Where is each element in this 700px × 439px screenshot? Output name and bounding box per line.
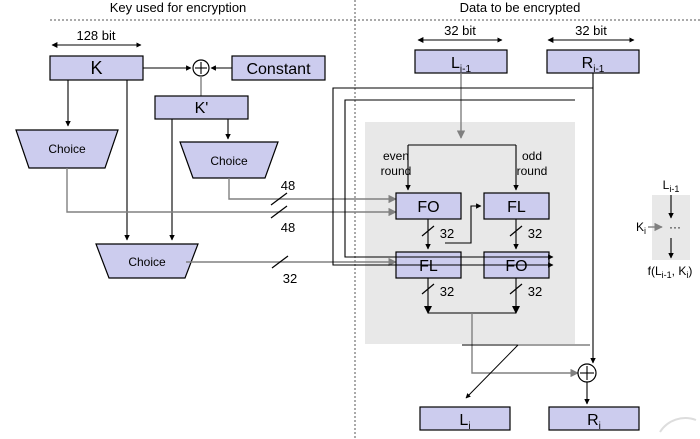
choice-left-trapezoid	[15, 129, 119, 169]
legend-input-main: L	[663, 178, 670, 192]
merge-arrow-left	[424, 306, 432, 314]
dimension-label-left-32: 32 bit	[444, 23, 476, 38]
choice-bottom-label: Choice	[128, 255, 166, 269]
fo-top-label: FO	[417, 199, 439, 216]
legend-output-prefix: f(L	[648, 264, 662, 278]
left-output-subscript: i	[468, 421, 470, 432]
fo-bottom-label: FO	[505, 258, 527, 275]
wire-feedback-outer	[332, 87, 593, 268]
right-output-label: Ri	[587, 412, 601, 432]
constant-box	[231, 55, 326, 81]
right-output-subscript: i	[599, 421, 601, 432]
legend-output-label: f(Li-1, Ki)	[648, 264, 693, 280]
left-section-title: Key used for encryption	[110, 0, 247, 15]
legend-output-sub1: i-1	[662, 270, 672, 280]
bus-slash-fo-bottom	[509, 283, 523, 295]
corner-arc-artifact	[659, 417, 697, 433]
odd-round-label-line2: round	[517, 164, 548, 178]
right-input-main: R	[582, 55, 594, 72]
bus-48-lower	[66, 168, 397, 217]
left-output-box	[419, 406, 511, 431]
bus-slash-fo-top	[421, 225, 435, 237]
wire-round-output-to-xor	[471, 313, 579, 378]
legend-output-suffix: )	[688, 264, 692, 278]
dimension-label-128: 128 bit	[76, 28, 115, 43]
even-round-label-line2: round	[381, 164, 412, 178]
legend-input-subscript: i-1	[669, 184, 679, 194]
fl-top-label: FL	[507, 199, 526, 216]
right-section-title: Data to be encrypted	[460, 0, 581, 15]
left-input-label: Li-1	[451, 55, 471, 75]
left-input-subscript: i-1	[460, 64, 472, 75]
bus-label-fl-bottom: 32	[440, 284, 454, 299]
fl-top-box	[483, 192, 550, 220]
legend-input-label: Li-1	[663, 178, 680, 194]
legend-key-subscript: i	[644, 226, 646, 236]
bus-label-fo-bottom: 32	[528, 284, 542, 299]
wire-feedback-inner	[344, 99, 575, 260]
bus-slash-fl-bottom	[421, 283, 435, 295]
right-input-subscript: i-1	[593, 64, 605, 75]
kprime-box	[154, 95, 249, 120]
bus-label-32-choice: 32	[283, 271, 297, 286]
right-output-main: R	[587, 412, 599, 429]
round-function-region	[365, 122, 575, 344]
bus-48-upper	[228, 178, 397, 204]
bus-label-fl-top: 32	[528, 226, 542, 241]
choice-right-label: Choice	[210, 154, 248, 168]
wire-fo-top-to-fl-top	[445, 203, 482, 244]
fl-bottom-label: FL	[419, 258, 438, 275]
bus-slash-48-lower	[270, 205, 288, 219]
key-box	[49, 55, 144, 81]
wire-li-diagonal	[465, 344, 519, 399]
fo-top-box	[395, 192, 462, 220]
legend-key-label: Ki	[636, 220, 646, 236]
legend-body-dots: ···	[669, 220, 681, 234]
legend-key-main: K	[636, 220, 644, 234]
bus-slash-fl-top	[509, 225, 523, 237]
legend-output-mid: , K	[672, 264, 687, 278]
odd-round-label-line1: odd	[522, 149, 542, 163]
right-input-label: Ri-1	[582, 55, 605, 75]
left-output-label: Li	[459, 412, 470, 432]
legend-output-sub2: i	[686, 270, 688, 280]
bus-label-48-lower: 48	[281, 220, 295, 235]
bus-slash-48-upper	[270, 192, 288, 206]
choice-right-trapezoid	[179, 141, 279, 179]
constant-box-label: Constant	[246, 61, 311, 78]
dimension-label-right-32: 32 bit	[575, 23, 607, 38]
merge-arrow-right	[512, 306, 520, 314]
bus-label-48-upper: 48	[281, 178, 295, 193]
kprime-box-label: K'	[195, 100, 209, 117]
even-round-label-line1: even	[383, 149, 409, 163]
left-output-main: L	[459, 412, 468, 429]
right-output-box	[548, 406, 640, 431]
left-input-main: L	[451, 55, 460, 72]
choice-bottom-trapezoid	[95, 243, 199, 279]
key-box-label: K	[90, 58, 102, 78]
bus-label-fo-top: 32	[440, 226, 454, 241]
choice-left-label: Choice	[48, 142, 86, 156]
bus-slash-32-choice	[271, 255, 289, 269]
